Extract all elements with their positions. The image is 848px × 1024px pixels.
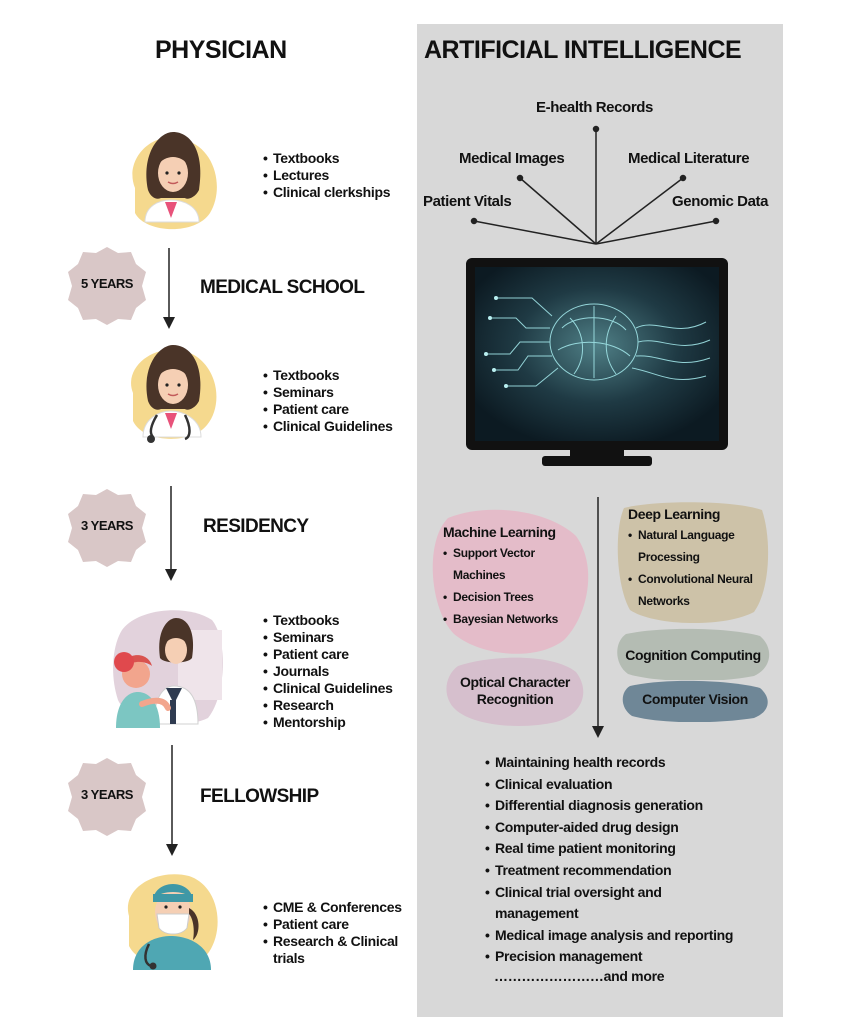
- ai-uses-list: Maintaining health records Clinical eval…: [485, 752, 755, 968]
- resource-item: Research & Clinical trials: [263, 933, 413, 967]
- and-more-label: ……………………and more: [494, 968, 665, 984]
- source-genomic-data: Genomic Data: [672, 193, 769, 210]
- use-item: Real time patient monitoring: [485, 838, 755, 860]
- resource-item: Clinical Guidelines: [263, 680, 393, 697]
- stage3-resources: Textbooks Seminars Patient care Journals…: [263, 612, 393, 731]
- doctor-patient-avatar: [113, 610, 223, 728]
- duration-badge-fellowship: 3 YEARS: [66, 756, 148, 838]
- source-medical-images: Medical Images: [459, 150, 565, 167]
- duration-label: 3 YEARS: [81, 518, 133, 533]
- resource-item: Patient care: [263, 646, 393, 663]
- use-item: Medical image analysis and reporting: [485, 925, 755, 947]
- resource-item: Mentorship: [263, 714, 393, 731]
- residency-title: RESIDENCY: [203, 516, 309, 537]
- use-item: Clinical trial oversight and management: [485, 882, 695, 925]
- ml-item: Decision Trees: [443, 586, 593, 608]
- stage2-resources: Textbooks Seminars Patient care Clinical…: [263, 367, 393, 435]
- resource-item: CME & Conferences: [263, 899, 413, 916]
- ocr-blob-shape: [446, 657, 584, 726]
- physician-heading: PHYSICIAN: [155, 36, 287, 64]
- resource-item: Journals: [263, 663, 393, 680]
- stage1-resources: Textbooks Lectures Clinical clerkships: [263, 150, 391, 201]
- dl-item: Natural Language Processing: [628, 524, 756, 568]
- cognition-blob-shape: [617, 628, 769, 680]
- monitor-ai-brain: [466, 258, 728, 466]
- resource-item: Textbooks: [263, 150, 390, 167]
- dl-item: Convolutional Neural Networks: [628, 568, 768, 612]
- dl-title: Deep Learning: [628, 506, 721, 522]
- ml-item: Bayesian Networks: [443, 608, 593, 630]
- medical-school-title: MEDICAL SCHOOL: [200, 277, 365, 298]
- resource-item: Research: [263, 697, 393, 714]
- duration-label: 5 YEARS: [81, 276, 133, 291]
- badge-shape: [68, 247, 146, 325]
- stage4-resources: CME & Conferences Patient care Research …: [263, 899, 413, 967]
- source-ehr: E-health Records: [536, 99, 653, 116]
- resource-item: Clinical clerkships: [263, 184, 391, 201]
- resource-item: Textbooks: [263, 367, 393, 384]
- ml-title: Machine Learning: [443, 524, 556, 540]
- use-item: Precision management: [485, 946, 755, 968]
- duration-badge-residency: 3 YEARS: [66, 487, 148, 569]
- resource-item: Textbooks: [263, 612, 393, 629]
- vision-blob-shape: [622, 680, 768, 722]
- badge-shape: [68, 758, 146, 836]
- ai-heading: ARTIFICIAL INTELLIGENCE: [424, 36, 742, 64]
- resource-item: Seminars: [263, 629, 393, 646]
- ml-item: Support Vector Machines: [443, 542, 557, 586]
- use-item: Maintaining health records: [485, 752, 755, 774]
- surgeon-avatar: [127, 874, 218, 970]
- computer-vision-label: Computer Vision: [642, 691, 748, 707]
- duration-label: 3 YEARS: [81, 787, 133, 802]
- badge-shape: [68, 489, 146, 567]
- doctor-avatar: [131, 345, 217, 443]
- student-avatar: [132, 132, 217, 230]
- cognition-computing-label: Cognition Computing: [625, 647, 761, 663]
- resource-item: Lectures: [263, 167, 390, 184]
- source-patient-vitals: Patient Vitals: [423, 193, 512, 210]
- use-item: Clinical evaluation: [485, 774, 755, 796]
- source-medical-literature: Medical Literature: [628, 150, 750, 167]
- use-item: Treatment recommendation: [485, 860, 755, 882]
- use-item: Computer-aided drug design: [485, 817, 755, 839]
- resource-item: Patient care: [263, 916, 413, 933]
- deep-learning-group: Deep Learning Natural Language Processin…: [628, 506, 768, 612]
- fellowship-title: FELLOWSHIP: [200, 786, 319, 807]
- ocr-label: Optical Character Recognition: [460, 674, 570, 707]
- resource-item: Clinical Guidelines: [263, 418, 393, 435]
- use-item: Differential diagnosis generation: [485, 795, 755, 817]
- duration-badge-medical-school: 5 YEARS: [66, 245, 148, 327]
- resource-item: Patient care: [263, 401, 393, 418]
- resource-item: Seminars: [263, 384, 393, 401]
- machine-learning-group: Machine Learning Support Vector Machines…: [443, 524, 593, 630]
